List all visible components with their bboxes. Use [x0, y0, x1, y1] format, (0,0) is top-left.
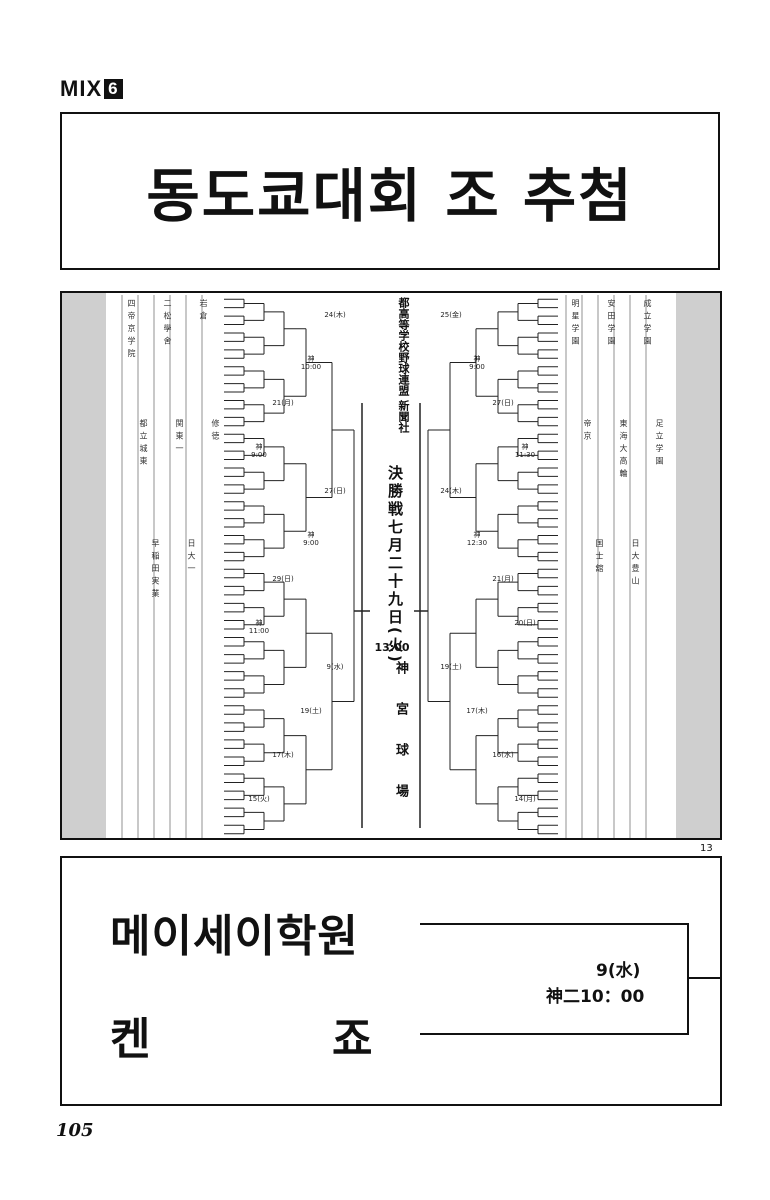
right-match-label: 19(土) — [440, 663, 462, 671]
match-time: 神二10：00 — [546, 987, 645, 1007]
left-school-column: 岩 倉 — [199, 299, 208, 321]
left-match-label: 27(日) — [324, 487, 346, 495]
left-match-label: 神9:00 — [303, 531, 319, 547]
left-school-column: 修 徳 — [211, 419, 220, 441]
final-match-label: 決勝戦七月二十九日(火) — [386, 465, 404, 665]
right-match-label: 17(木) — [466, 707, 488, 715]
right-gray-margin — [676, 293, 720, 838]
tournament-bracket: 都高等学校野球連盟 新聞社 決勝戦七月二十九日(火) 13:00 神宮球場 24… — [60, 291, 722, 840]
final-venue: 神宮球場 — [393, 661, 408, 825]
left-match-label: 15(火) — [248, 795, 270, 803]
right-match-label: 14(月) — [514, 795, 536, 803]
right-match-label: 神12:30 — [466, 531, 488, 547]
right-match-label: 20(日) — [514, 619, 536, 627]
right-school-column: 帝 京 — [583, 419, 592, 441]
right-school-column: 成 立 学 園 — [643, 299, 652, 346]
left-match-label: 17(木) — [272, 751, 294, 759]
right-school-column: 日 大 豊 山 — [631, 539, 640, 586]
left-match-label: 24(木) — [324, 311, 346, 319]
left-gray-margin — [62, 293, 106, 838]
final-match-time: 13:00 — [374, 641, 410, 654]
page-title: 동도쿄대회 조 추첨 — [146, 162, 634, 230]
left-match-label: 29(日) — [272, 575, 294, 583]
left-match-label: 19(土) — [300, 707, 322, 715]
panel-number: 13 — [700, 843, 713, 854]
left-match-label: 神9:00 — [251, 443, 267, 459]
right-match-label: 25(金) — [440, 311, 462, 319]
right-school-column: 安 田 学 園 — [607, 299, 616, 346]
left-school-column: 二 松 學 舍 — [163, 299, 172, 346]
left-school-column: 日 大 一 — [187, 539, 196, 574]
left-school-column: 早 稲 田 実 業 — [151, 539, 160, 599]
page-number: 105 — [56, 1120, 94, 1141]
right-match-label: 24(木) — [440, 487, 462, 495]
right-school-column: 東 海 大 高 輪 — [619, 419, 628, 479]
right-school-column: 明 星 学 園 — [571, 299, 580, 346]
team-kenjo-first: 켄 — [110, 1014, 151, 1065]
left-school-column: 関 東 一 — [175, 419, 184, 454]
right-match-label: 神11:30 — [514, 443, 536, 459]
left-match-label: 9(水) — [326, 663, 344, 671]
right-school-column: 足 立 学 園 — [655, 419, 664, 466]
volume-badge: 6 — [104, 79, 123, 99]
left-school-column: 都 立 城 東 — [139, 419, 148, 466]
left-school-column: 四 帝 京 学 院 — [127, 299, 136, 359]
team-meisei: 메이세이학원 — [110, 911, 359, 962]
left-match-label: 神10:00 — [300, 355, 322, 371]
bracket-lines — [121, 295, 647, 838]
right-match-label: 21(月) — [492, 575, 514, 583]
left-match-label: 21(月) — [272, 399, 294, 407]
right-school-column: 国 士 舘 — [595, 539, 604, 574]
right-match-label: 16(水) — [492, 751, 514, 759]
right-match-label: 神9:00 — [469, 355, 485, 371]
left-match-label: 神11:00 — [248, 619, 270, 635]
title-panel: 동도쿄대회 조 추첨 — [60, 112, 720, 270]
team-kenjo-second: 죠 — [332, 1014, 373, 1065]
series-title: MIX — [60, 76, 103, 101]
match-date: 9(水) — [596, 961, 641, 981]
bracket-organizer: 都高等学校野球連盟 新聞社 — [397, 297, 410, 433]
matchup-panel — [60, 856, 722, 1106]
right-match-label: 27(日) — [492, 399, 514, 407]
